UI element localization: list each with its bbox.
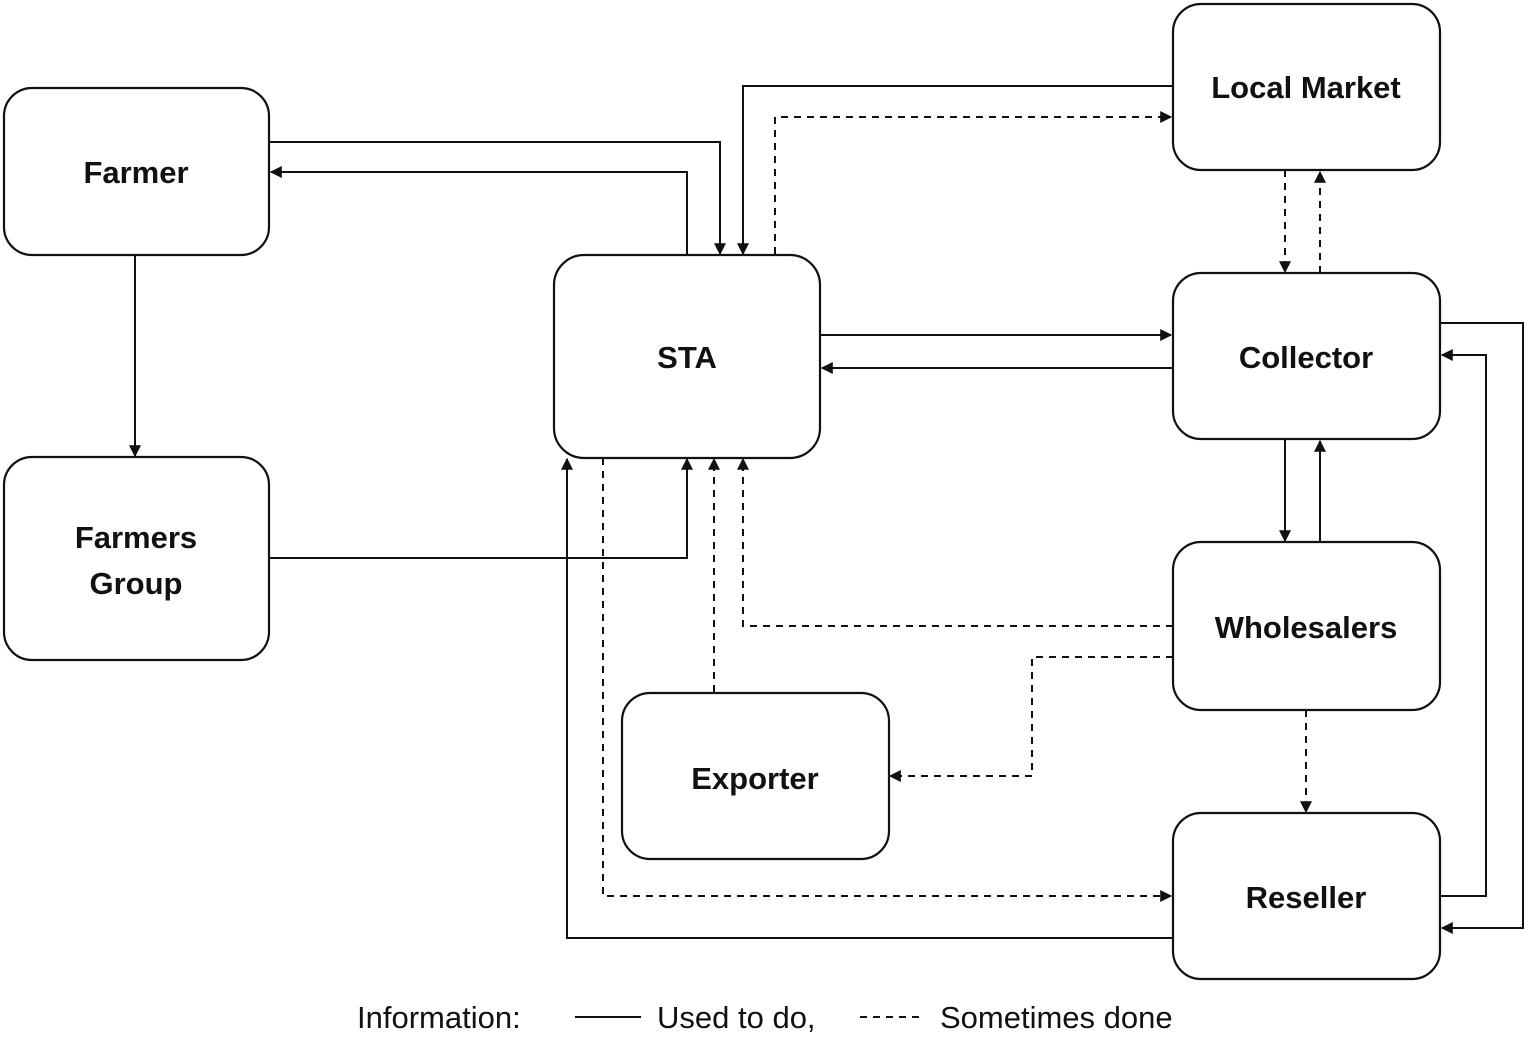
edge-farmers-group-to-sta [269, 457, 693, 559]
legend-solid-label: Used to do, [657, 1000, 816, 1035]
edge-wholesalers-to-exporter [888, 656, 1173, 782]
edge-local-market-to-sta [737, 85, 1173, 256]
node-exporter: Exporter [620, 691, 891, 861]
node-local-market: Local Market [1171, 2, 1442, 172]
node-farmers-group-label-line2: Group [90, 566, 183, 601]
legend: Information: Used to do, Sometimes done [357, 1000, 1173, 1035]
node-local-market-label: Local Market [1211, 70, 1401, 105]
edge-reseller-to-sta [561, 457, 1173, 939]
edge-reseller-to-collector [1440, 349, 1487, 897]
node-farmers-group: Farmers Group [2, 455, 271, 662]
node-collector: Collector [1171, 271, 1442, 441]
legend-dashed-label: Sometimes done [940, 1000, 1173, 1035]
node-farmer: Farmer [2, 86, 271, 257]
edge-collector-to-reseller [1440, 322, 1524, 934]
legend-prefix: Information: [357, 1000, 521, 1035]
node-collector-label: Collector [1239, 340, 1373, 375]
edge-wholesalers-to-sta [737, 457, 1173, 627]
node-farmer-label: Farmer [83, 155, 188, 190]
node-sta: STA [552, 253, 822, 460]
edge-sta-to-farmer [269, 166, 688, 254]
node-wholesalers-label: Wholesalers [1215, 610, 1398, 645]
node-exporter-label: Exporter [691, 761, 818, 796]
node-wholesalers: Wholesalers [1171, 540, 1442, 712]
edge-farmer-to-sta [269, 141, 726, 256]
edge-sta-to-local-market [774, 111, 1173, 254]
node-reseller: Reseller [1171, 811, 1442, 981]
edge-sta-to-reseller [602, 458, 1173, 902]
node-sta-label: STA [657, 340, 717, 375]
node-farmers-group-label-line1: Farmers [75, 520, 197, 555]
node-reseller-label: Reseller [1246, 880, 1367, 915]
